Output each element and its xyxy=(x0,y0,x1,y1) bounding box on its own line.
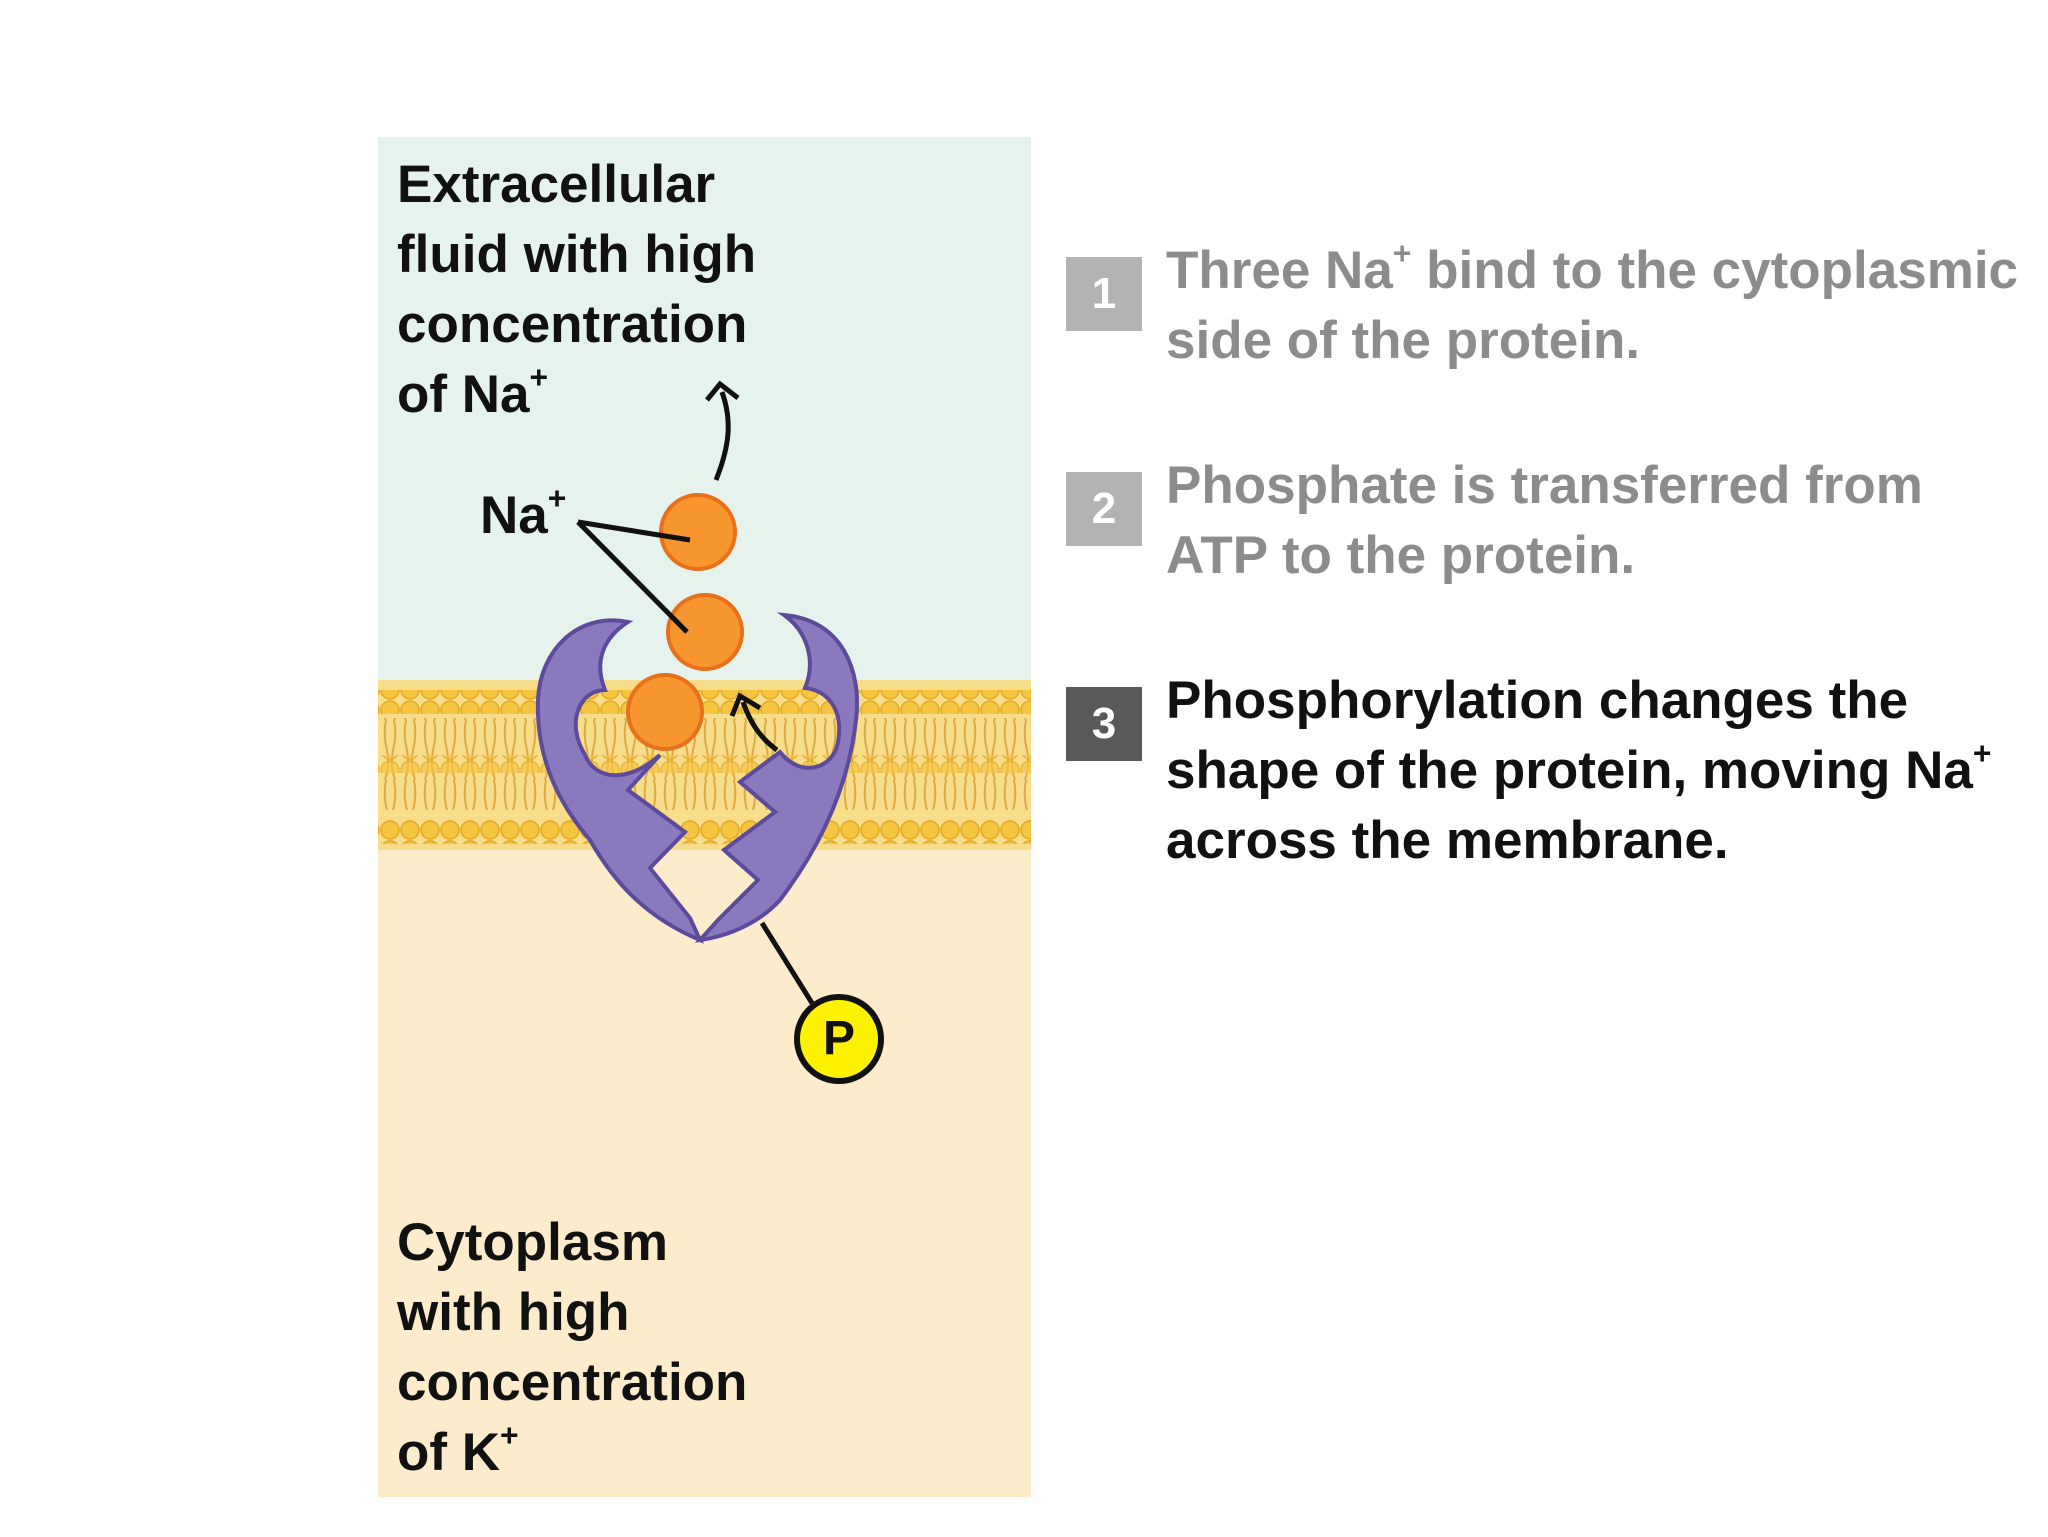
sodium-ion xyxy=(659,493,737,571)
step-description: Phosphate is transferred from ATP to the… xyxy=(1166,456,1923,585)
cytoplasm-label-line: with high xyxy=(397,1283,630,1342)
step-number-badge: 1 xyxy=(1066,257,1142,331)
phosphate-tether xyxy=(759,921,815,1005)
step-number-badge: 3 xyxy=(1066,687,1142,761)
inward-arrow xyxy=(740,701,779,753)
movement-arrows xyxy=(705,380,779,753)
cytoplasm-label-line: Cytoplasm xyxy=(397,1213,668,1272)
lipid-bilayer xyxy=(378,680,1031,850)
exit-arrow xyxy=(713,391,731,481)
step-description: Three Na+ bind to the cytoplasmic side o… xyxy=(1166,235,2019,370)
sodium-ion xyxy=(666,593,744,671)
extracellular-label-line: fluid with high xyxy=(397,225,757,284)
extracellular-label-line: concentration xyxy=(397,295,748,354)
cytoplasm-label: Cytoplasm with high concentration of K+ xyxy=(397,1208,747,1488)
sodium-ion-label: Na+ xyxy=(480,480,567,545)
extracellular-label: Extracellular fluid with high concentrat… xyxy=(397,150,756,430)
step-description: Phosphorylation changes the shape of the… xyxy=(1166,671,1992,870)
cytoplasm-label-line: of K+ xyxy=(397,1417,519,1482)
cytoplasm-region xyxy=(378,842,1031,1497)
cytoplasm-label-line: concentration xyxy=(397,1353,748,1412)
sodium-ion xyxy=(626,673,704,751)
phosphate-label: P xyxy=(822,1012,855,1065)
pump-protein xyxy=(535,612,859,944)
phosphate-group xyxy=(794,994,884,1084)
extracellular-label-line: Extracellular xyxy=(397,155,716,214)
sodium-ions xyxy=(626,493,744,751)
extracellular-label-line: of Na+ xyxy=(397,359,549,424)
ion-label-pointers xyxy=(576,519,691,634)
step-number-badge: 2 xyxy=(1066,472,1142,546)
